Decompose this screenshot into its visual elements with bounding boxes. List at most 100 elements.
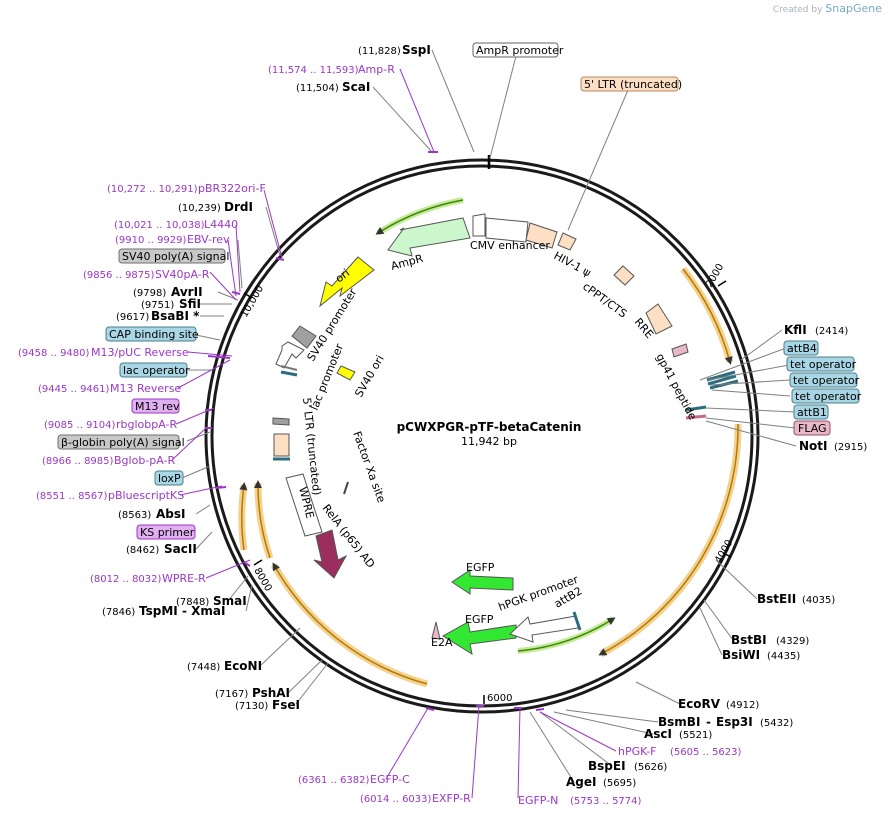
primer-wprer-name: WPRE-R: [162, 572, 206, 585]
primer-ebv-name: EBV-rev: [187, 233, 230, 246]
label-ltr5-top: 5' LTR (truncated): [580, 76, 682, 92]
site-fsei-name: FseI: [272, 698, 300, 712]
site-scai-pos: (11,504): [296, 83, 339, 94]
plasmid-name: pCWXPGR-pTF-betaCatenin: [397, 420, 582, 434]
primer-hpgkf-name: hPGK-F: [618, 745, 656, 758]
primer-exfpr-name: EXFP-R: [432, 792, 471, 805]
site-esp3i-dash: -: [706, 715, 711, 729]
label-ks: KS primer: [136, 524, 196, 540]
primer-pbks-pos: (8551 .. 8567): [36, 491, 108, 502]
site-absi-pos: (8563): [118, 510, 151, 521]
tet-op-1: [706, 370, 736, 382]
site-agei-pos: (5695): [603, 778, 636, 789]
sv40ori-label: SV40 ori: [352, 353, 386, 400]
site-smai-pos: (7848): [176, 597, 209, 608]
site-esp3i-name: Esp3I: [716, 715, 753, 729]
site-bsmbi-name: BsmBI: [658, 715, 700, 729]
flag-feature: [685, 414, 707, 420]
primer-sv40par-pos: (9856 .. 9875): [83, 270, 155, 281]
tick-marks: [243, 280, 732, 704]
site-asci-pos: (5521): [679, 730, 712, 741]
site-esp3i-pos: (5432): [760, 718, 793, 729]
sv40ori-feature: [336, 365, 356, 381]
factorxa-feature: [343, 481, 349, 495]
site-agei-name: AgeI: [566, 775, 596, 789]
ampr-feature: [387, 217, 471, 257]
primer-egfpc-pos: (6361 .. 6382): [298, 775, 370, 786]
site-scai-name: ScaI: [342, 80, 370, 94]
hpgk-feature: [509, 615, 579, 643]
tet-op-2: [707, 374, 737, 386]
primer-bars: [205, 151, 545, 711]
primer-egfpn-name: EGFP-N: [518, 794, 558, 807]
primer-pbr-pos: (10,272 .. 10,291): [107, 184, 198, 195]
attb2-feature: [572, 611, 582, 631]
hiv-label: HIV-1 ψ: [552, 249, 594, 279]
primer-m13puc-pos: (9458 .. 9480): [18, 348, 90, 359]
primer-m13puc-name: M13/pUC Reverse: [91, 346, 189, 359]
primer-bglobpa-name: Bglob-pA-R: [114, 454, 176, 467]
ampr-label: AmpR: [389, 252, 424, 273]
ltr5-feature: [525, 222, 558, 249]
ltr3-feature: [273, 433, 290, 457]
label-tetop3: tet operator: [791, 388, 862, 404]
label-attb1: attB1: [793, 404, 829, 420]
feature-shapes: [272, 213, 739, 656]
egfp2-feature: [442, 621, 517, 656]
site-sspi-pos: (11,828): [358, 46, 401, 57]
egfp1-label: EGFP: [466, 561, 495, 574]
site-xmai-name: - XmaI: [182, 604, 225, 618]
site-bsiwi-name: BsiWI: [722, 648, 760, 662]
primer-bglobpa-pos: (8966 .. 8985): [42, 456, 114, 467]
site-kfli-pos: (2414): [815, 326, 848, 337]
primer-sv40par-name: SV40pA-R: [155, 268, 210, 281]
primer-m13r-name: M13 Reverse: [110, 382, 181, 395]
cmv-feature: [485, 217, 529, 243]
sv40prom-feature: [291, 325, 317, 349]
svg-text:5' LTR (truncated): 5' LTR (truncated): [584, 78, 682, 91]
primer-exfpr-pos: (6014 .. 6033): [360, 794, 432, 805]
label-sv40pa: SV40 poly(A) signal: [118, 248, 229, 264]
label-flag: FLAG: [793, 420, 831, 436]
e2a-label: E2A: [431, 636, 453, 649]
svg-text:lac operator: lac operator: [123, 364, 190, 377]
svg-text:M13 rev: M13 rev: [135, 400, 180, 413]
green-arcs: [375, 197, 616, 654]
attb1-feature: [685, 405, 707, 412]
site-ecorv-name: EcoRV: [678, 697, 721, 711]
primer-egfpc-name: EGFP-C: [370, 773, 410, 786]
site-sacii-name: SacII: [164, 542, 197, 556]
site-sfii-name: SfiI: [179, 297, 201, 311]
primer-ebv-pos: (9910 .. 9929): [115, 235, 187, 246]
ori-feature: [319, 256, 375, 308]
site-bsiwi-pos: (4435): [767, 651, 800, 662]
site-noti-name: NotI: [799, 439, 828, 453]
site-smai-name: SmaI: [213, 594, 247, 608]
site-tspmi-name: TspMI: [139, 604, 178, 618]
primer-hpgkf-pos: (5605 .. 5623): [670, 747, 742, 758]
svg-text:SV40 poly(A) signal: SV40 poly(A) signal: [122, 250, 229, 263]
lacprom-feature: [280, 365, 298, 371]
primer-l4440-name: L4440: [204, 218, 238, 231]
svg-text:attB4: attB4: [787, 342, 817, 355]
wpre-feature: [285, 473, 323, 537]
label-tetop1: tet operator: [786, 356, 857, 372]
site-bstbi-pos: (4329): [776, 636, 809, 647]
site-bsteii-name: BstEII: [757, 592, 796, 606]
site-pshai-pos: (7167): [215, 689, 248, 700]
site-bstbi-name: BstBI: [731, 633, 767, 647]
label-m13rev: M13 rev: [131, 398, 180, 414]
primer-l4440-pos: (10,021 .. 10,038): [114, 220, 205, 231]
rela-feature: [313, 529, 348, 579]
site-avrii-pos: (9798): [133, 288, 166, 299]
site-asci-name: AscI: [644, 727, 672, 741]
factorxa-label: Factor Xa site: [350, 430, 388, 505]
tick-label-10000: 10,000: [239, 284, 266, 320]
site-drdi-name: DrdI: [224, 200, 253, 214]
svg-text:AmpR promoter: AmpR promoter: [476, 44, 564, 57]
label-lacop: lac operator: [119, 362, 190, 378]
egfp1-feature: [451, 569, 514, 595]
site-kfli-name: KflI: [784, 323, 807, 337]
primer-ampr-name: Amp-R: [358, 63, 395, 76]
